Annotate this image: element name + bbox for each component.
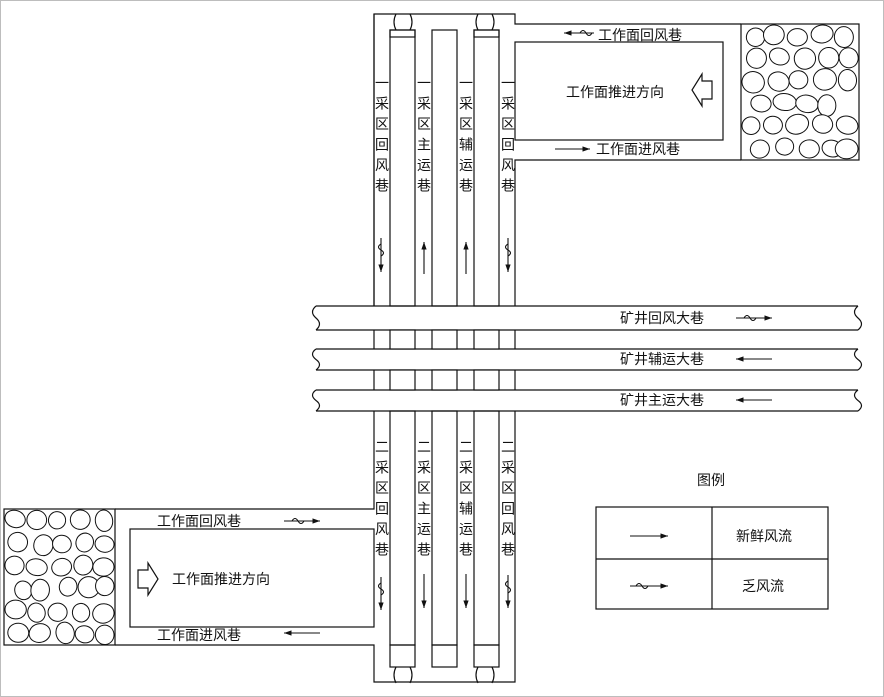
exhaust-arrow-upper-return: [564, 29, 594, 37]
rock-fragment: [741, 71, 765, 94]
exhaust-arrow-d2-right: [504, 575, 512, 608]
district-one-outline: [373, 13, 741, 307]
rock-fragment: [4, 599, 27, 620]
main-auxiliary-label: 矿井辅运大巷: [620, 352, 704, 368]
rock-fragment: [833, 26, 854, 48]
rock-fragment: [71, 602, 91, 623]
exhaust-arrow-lower-return: [284, 517, 320, 525]
rock-fragment: [47, 602, 68, 622]
main-return-label: 矿井回风大巷: [620, 311, 704, 327]
gob-area-upper: [740, 23, 860, 161]
advance-arrow-lower: [137, 560, 159, 598]
rock-fragment: [55, 621, 75, 645]
rock-fragment: [837, 68, 858, 92]
rock-fragment: [788, 70, 809, 90]
rock-fragment: [51, 557, 73, 577]
lower-face-return-label: 工作面回风巷: [157, 514, 241, 530]
gob-area-lower: [3, 508, 116, 646]
junction-pillars: [389, 329, 500, 391]
upper-face-advance-label: 工作面推进方向: [566, 85, 664, 101]
rock-fragment: [817, 94, 837, 117]
rock-fragment: [69, 509, 91, 530]
legend-exhaust-air-label: 乏风流: [742, 579, 784, 595]
lower-face-advance-label: 工作面推进方向: [172, 572, 270, 588]
rock-fragment: [75, 532, 95, 553]
legend-exhaust-air-arrow-icon: [630, 582, 668, 590]
junction-openings: [375, 307, 515, 410]
lower-face-intake-label: 工作面进风巷: [157, 628, 241, 644]
upper-face-return-label: 工作面回风巷: [598, 28, 682, 44]
legend-fresh-air-label: 新鲜风流: [736, 529, 792, 545]
rock-fragment: [28, 623, 51, 643]
rock-fragment: [786, 28, 808, 47]
d2-roadway-label-3: 二采区回风巷: [501, 440, 515, 559]
main-return-roadway: [311, 305, 863, 331]
rock-fragment: [762, 115, 783, 135]
district-two-outline: [115, 410, 516, 684]
rock-fragment: [834, 138, 859, 160]
rock-fragment: [785, 113, 810, 135]
upper-face-intake-label: 工作面进风巷: [596, 142, 680, 158]
rock-fragment: [92, 603, 115, 624]
rock-fragment: [750, 94, 772, 113]
airflow-arrows: [284, 29, 772, 636]
rock-fragment: [811, 114, 834, 134]
rock-fragment: [767, 71, 790, 92]
rock-fragment: [746, 47, 767, 69]
rock-fragment: [775, 137, 795, 156]
legend: 图例 新鲜风流 乏风流: [595, 473, 829, 610]
rock-fragment: [812, 68, 837, 91]
junction-side-walls: [373, 330, 516, 390]
d2-roadway-label-0: 二采区回风巷: [375, 440, 389, 559]
rock-fragment: [94, 624, 115, 646]
rock-fragment: [793, 47, 817, 70]
rock-fragment: [798, 139, 820, 159]
rock-fragment: [762, 24, 785, 46]
rock-fragment: [835, 115, 859, 135]
main-haulage-roadway: [311, 389, 863, 412]
rock-fragment: [58, 576, 78, 597]
main-auxiliary-roadway: [311, 348, 863, 371]
d1-roadway-label-1: 一采区主运巷: [417, 76, 431, 195]
main-haulage-label: 矿井主运大巷: [620, 393, 704, 409]
rock-fragment: [810, 24, 834, 44]
rock-fragment: [741, 116, 761, 135]
d1-roadway-label-2: 一采区辅运巷: [459, 76, 473, 195]
district-one-labels: 一采区回风巷 一采区主运巷 一采区辅运巷 一采区回风巷: [375, 76, 515, 195]
rock-fragment: [95, 575, 115, 597]
rock-fragment: [25, 558, 48, 577]
d2-roadway-label-1: 二采区主运巷: [417, 440, 431, 559]
rock-fragment: [94, 509, 114, 532]
d1-roadway-label-3: 一采区回风巷: [501, 76, 515, 195]
rock-fragment: [52, 534, 72, 554]
exhaust-arrow-main-return: [736, 314, 772, 322]
exhaust-arrow-d2-left: [377, 577, 385, 610]
rock-fragment: [768, 47, 790, 66]
rock-fragment: [94, 535, 115, 553]
rock-fragment: [74, 625, 95, 644]
exhaust-arrow-d1-left: [377, 238, 385, 272]
rock-fragment: [47, 511, 67, 530]
legend-title: 图例: [697, 473, 725, 489]
rock-fragment: [4, 555, 25, 576]
rock-fragment: [26, 509, 48, 531]
rock-fragment: [749, 139, 770, 159]
exhaust-arrow-d1-right: [504, 238, 512, 272]
rock-fragment: [4, 509, 26, 529]
rock-fragment: [7, 531, 29, 553]
d2-roadway-label-2: 二采区辅运巷: [459, 440, 473, 559]
rock-fragment: [30, 578, 50, 602]
district-two-labels: 二采区回风巷 二采区主运巷 二采区辅运巷 二采区回风巷: [375, 440, 515, 559]
d1-roadway-label-0: 一采区回风巷: [375, 76, 389, 195]
advance-arrow-upper: [691, 71, 713, 109]
rock-fragment: [838, 47, 859, 69]
rock-fragment: [27, 602, 46, 623]
